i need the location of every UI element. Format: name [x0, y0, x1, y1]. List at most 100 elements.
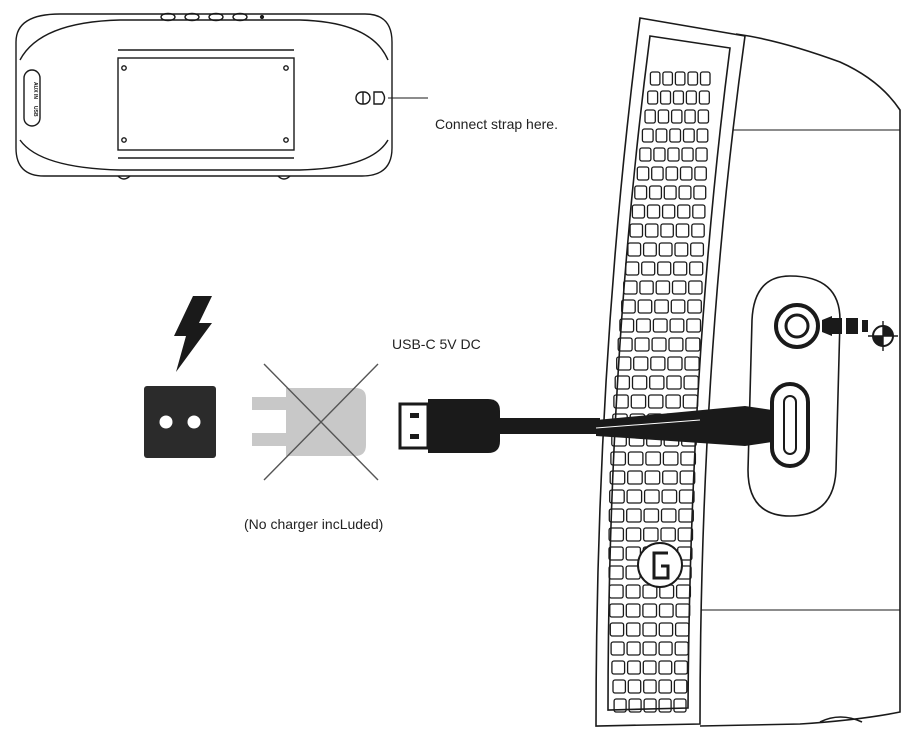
grille-slot	[655, 128, 668, 143]
usb-spec-label: USB-C 5V DC	[392, 336, 481, 352]
grille-slot	[694, 166, 707, 181]
grille-slot	[663, 185, 677, 200]
logo-icon	[637, 542, 683, 588]
grille-slot	[646, 204, 661, 219]
power-outlet-icon	[144, 386, 216, 458]
grille-slot	[625, 603, 641, 618]
grille-slot	[631, 204, 646, 219]
grille-slot	[665, 394, 681, 409]
grille-slot	[674, 242, 689, 257]
grille-slot	[616, 356, 632, 371]
grille-slot	[677, 204, 691, 219]
grille-slot	[626, 489, 643, 504]
grille-slot	[674, 641, 689, 656]
grille-slot	[654, 299, 669, 314]
grille-slot	[669, 318, 685, 333]
grille-slot	[645, 451, 662, 466]
grille-slot	[643, 508, 660, 523]
grille-slot	[672, 90, 685, 105]
grille-slot	[639, 147, 652, 162]
grille-slot	[627, 451, 644, 466]
speaker-back-view: AUX IN USB	[15, 12, 428, 180]
grille-slot	[679, 470, 696, 485]
grille-slot	[625, 261, 640, 276]
grille-slot	[660, 508, 677, 523]
grille-slot	[642, 641, 657, 656]
strap-loop-icon	[373, 91, 386, 105]
grille-slot	[637, 299, 653, 314]
grille-slot	[611, 660, 626, 675]
speaker-body-outline	[15, 13, 393, 177]
grille-slot	[693, 185, 707, 200]
speaker-button-icon	[184, 12, 200, 22]
grille-slot	[698, 90, 710, 105]
grille-slot	[613, 698, 627, 713]
grille-slot	[662, 451, 679, 466]
grille-slot	[679, 166, 693, 181]
grille-slot	[651, 166, 664, 181]
grille-slot	[634, 337, 650, 352]
speaker-button-icon	[208, 12, 224, 22]
grille-slot	[627, 679, 642, 694]
grille-slot	[670, 299, 686, 314]
grille-slot	[690, 242, 705, 257]
grille-slot	[648, 185, 663, 200]
grille-slot	[659, 90, 672, 105]
grille-slot	[682, 394, 699, 409]
grille-slot	[667, 356, 683, 371]
grille-slot	[689, 261, 704, 276]
grille-slot	[658, 679, 673, 694]
grille-slot	[651, 337, 667, 352]
grille-slot	[696, 128, 709, 143]
grille-slot	[614, 375, 631, 390]
grille-slot	[633, 356, 649, 371]
speaker-button-icon	[160, 12, 176, 22]
grille-slot	[653, 147, 666, 162]
grille-slot	[608, 546, 624, 561]
grille-slot	[661, 204, 676, 219]
grille-slot	[608, 527, 625, 542]
grille-slot	[686, 318, 702, 333]
grille-slot	[661, 489, 678, 504]
grille-slot	[657, 261, 672, 276]
grille-slot	[657, 109, 670, 124]
grille-slot	[673, 698, 687, 713]
speaker-top-curve	[19, 19, 389, 61]
grille-slot	[658, 698, 672, 713]
grille-slot	[673, 261, 688, 276]
screw-icon	[121, 65, 127, 71]
grille-slot	[621, 299, 636, 314]
grille-slot	[685, 337, 701, 352]
back-panel	[117, 57, 295, 151]
grille-slot	[625, 584, 641, 599]
grille-slot	[695, 147, 708, 162]
grille-slot	[680, 451, 697, 466]
grille-slot	[649, 71, 661, 86]
grille-slot	[697, 109, 710, 124]
grille-slot	[642, 660, 657, 675]
speaker-foot	[117, 175, 131, 180]
grille-slot	[644, 470, 661, 485]
grille-slot	[678, 489, 695, 504]
grille-slot	[609, 622, 625, 637]
grille-slot	[677, 527, 694, 542]
grille-slot	[625, 527, 642, 542]
grille-slot	[699, 71, 711, 86]
grille-slot	[678, 508, 694, 523]
grille-slot	[668, 337, 684, 352]
grille-slot	[644, 223, 659, 238]
grille-slot	[608, 508, 625, 523]
grille-slot	[613, 394, 629, 409]
grille-slot	[675, 603, 691, 618]
grille-slot	[641, 128, 654, 143]
grille-slot	[674, 71, 686, 86]
grille-slot	[652, 318, 668, 333]
speaker-side-body	[699, 33, 901, 727]
grille-slot	[662, 470, 678, 485]
lightning-bolt-icon	[174, 296, 212, 372]
grille-slot	[634, 185, 648, 200]
grille-slot	[612, 679, 627, 694]
grille-slot	[688, 280, 703, 295]
grille-slot	[608, 584, 624, 599]
